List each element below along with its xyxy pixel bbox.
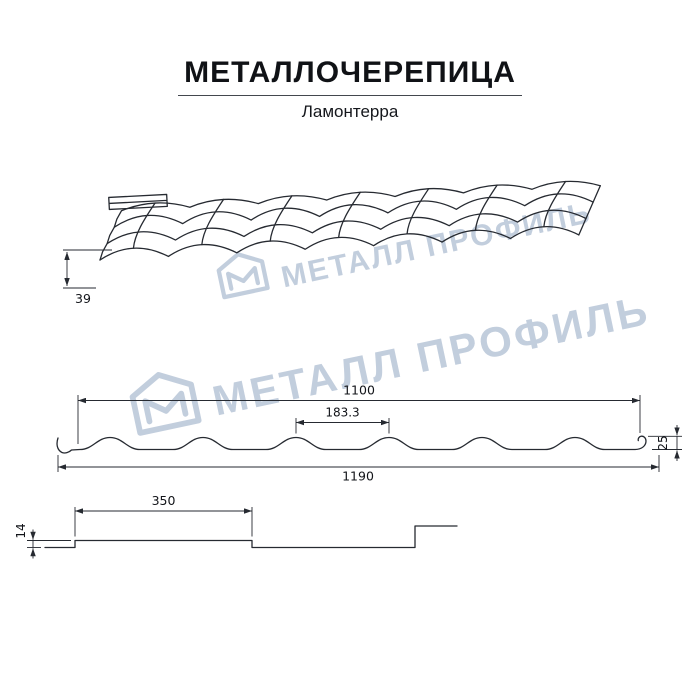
profile-cross-section: 1100 183.3 25 — [56, 383, 682, 484]
watermark-text: МЕТАЛЛ ПРОФИЛЬ — [208, 286, 654, 425]
dim-350-label: 350 — [152, 493, 176, 508]
tile-row-edge-2 — [106, 209, 587, 245]
watermark-center: МЕТАЛЛ ПРОФИЛЬ — [129, 286, 654, 436]
dim-39-label: 39 — [75, 291, 91, 306]
dim-183-3: 183.3 — [295, 406, 390, 434]
wave-column-line — [337, 191, 361, 239]
dim-14: 14 — [14, 523, 71, 559]
ridge-clamp — [108, 193, 168, 211]
wave-column-line — [132, 202, 156, 249]
roof-right-edge — [578, 185, 601, 236]
dim-1100: 1100 — [77, 383, 641, 444]
ridge-edge — [120, 180, 601, 212]
metall-profil-logo — [216, 252, 270, 300]
step-profile-section: 350 14 — [14, 493, 458, 559]
wave-column-line — [474, 184, 498, 231]
dim-25: 25 — [648, 425, 682, 461]
dim-1100-label: 1100 — [343, 383, 375, 398]
wave-column-line — [269, 195, 293, 242]
page-title: МЕТАЛЛОЧЕРЕПИЦА — [184, 56, 516, 89]
watermark-top: МЕТАЛЛ ПРОФИЛЬ — [216, 196, 594, 300]
profile-outline — [56, 435, 647, 454]
page-subtitle: Ламонтерра — [301, 102, 399, 121]
dim-25-label: 25 — [656, 435, 670, 450]
dim-39: 39 — [63, 249, 112, 306]
title-divider — [178, 95, 522, 96]
dim-183-3-label: 183.3 — [325, 406, 359, 420]
wave-column-line — [543, 180, 567, 228]
dim-14-label: 14 — [14, 523, 28, 538]
dim-350: 350 — [74, 493, 253, 537]
roof-perspective-view: 39 — [63, 180, 601, 306]
roof-left-edge — [99, 210, 123, 261]
step-profile-outline — [44, 525, 458, 549]
wave-column-line — [201, 198, 225, 246]
dim-1190: 1190 — [57, 455, 660, 484]
wave-column-line — [406, 188, 430, 235]
dim-1190-label: 1190 — [342, 469, 374, 484]
